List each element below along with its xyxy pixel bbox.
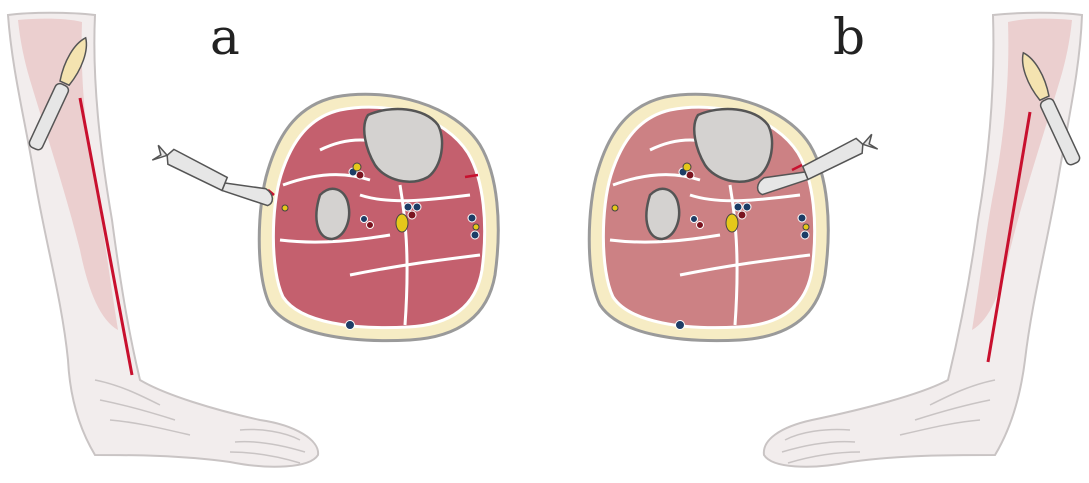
- cross-section-b: [589, 94, 828, 340]
- fibula-bone-a: [316, 189, 349, 239]
- artery-marker: [367, 222, 374, 229]
- vein-marker: [346, 321, 355, 330]
- scalpel-handle-icon: [163, 148, 230, 191]
- cross-section-a: [259, 94, 498, 340]
- nerve-marker: [353, 163, 361, 171]
- nerve-marker: [726, 214, 738, 232]
- vein-marker: [404, 203, 412, 211]
- fibula-bone-b: [646, 189, 679, 239]
- artery-marker: [738, 211, 746, 219]
- vein-marker: [798, 214, 806, 222]
- vein-marker: [413, 203, 421, 211]
- panel-label-a: a: [210, 12, 240, 62]
- vein-marker: [471, 231, 479, 239]
- vein-marker: [743, 203, 751, 211]
- artery-marker: [697, 222, 704, 229]
- vein-marker: [734, 203, 742, 211]
- nerve-marker: [473, 224, 479, 230]
- vein-marker: [691, 216, 698, 223]
- nerve-marker: [803, 224, 809, 230]
- nerve-marker: [683, 163, 691, 171]
- vein-marker: [361, 216, 368, 223]
- nerve-marker: [396, 214, 408, 232]
- vein-marker: [801, 231, 809, 239]
- scalpel-clip-icon: [152, 145, 169, 164]
- vein-marker: [468, 214, 476, 222]
- nerve-marker: [282, 205, 288, 211]
- nerve-marker: [612, 205, 618, 211]
- artery-marker: [408, 211, 416, 219]
- vein-marker: [676, 321, 685, 330]
- scalpel-clip-icon: [861, 134, 878, 153]
- cross-section-a-scalpel: [152, 143, 277, 209]
- panel-label-b: b: [833, 12, 865, 62]
